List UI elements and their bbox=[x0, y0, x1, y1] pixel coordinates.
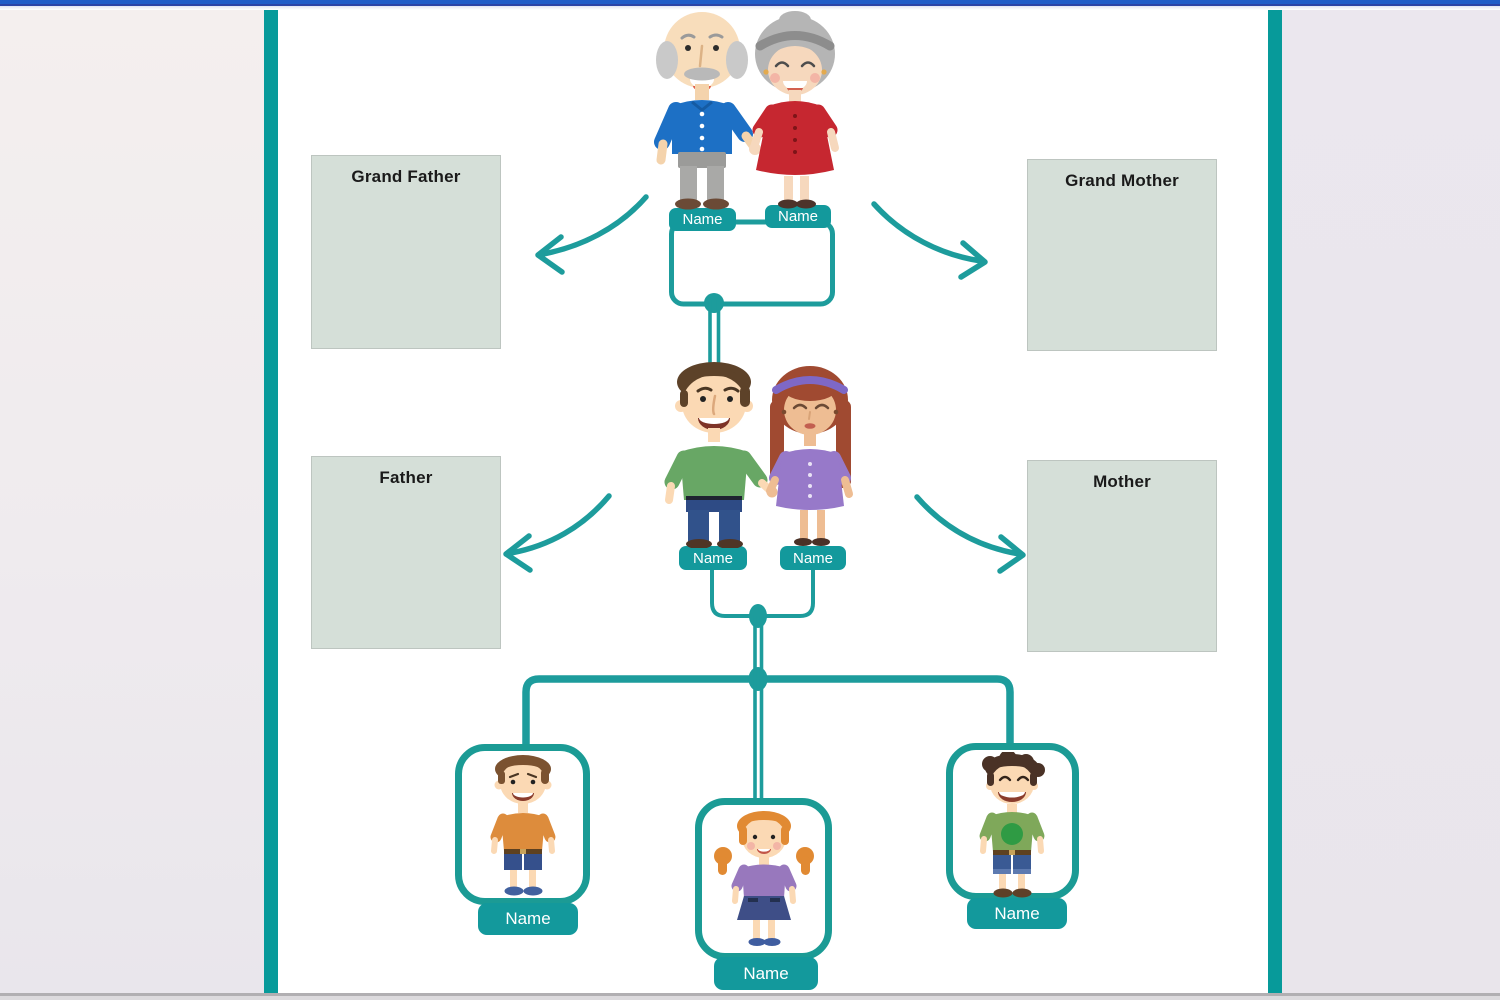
girl-purple-shirt-illustration[interactable] bbox=[708, 806, 820, 952]
child-right-name-text: Name bbox=[994, 903, 1040, 923]
grand-mother-box-title: Grand Mother bbox=[1065, 171, 1179, 190]
grandparents-union-bracket bbox=[669, 219, 835, 307]
mother-name-badge[interactable]: Name bbox=[780, 546, 846, 570]
arrow-to-grand-father bbox=[540, 194, 649, 257]
grandmother-name-badge[interactable]: Name bbox=[765, 205, 831, 228]
arrow-to-mother bbox=[914, 494, 1022, 557]
page-edge-strip-left bbox=[264, 5, 278, 993]
page-edge-strip-right bbox=[1268, 5, 1282, 993]
page-bottom-border bbox=[0, 993, 1500, 996]
arrow-to-grand-mother-head bbox=[958, 240, 988, 280]
grandfather-name-badge[interactable]: Name bbox=[669, 208, 736, 231]
mother-box[interactable]: Mother bbox=[1027, 460, 1217, 652]
grandfather-name-text: Name bbox=[682, 211, 723, 228]
arrow-to-father bbox=[508, 493, 612, 556]
window-top-bar-shadow bbox=[0, 6, 1500, 10]
grand-mother-box[interactable]: Grand Mother bbox=[1027, 159, 1217, 351]
grandmother-name-text: Name bbox=[777, 208, 818, 225]
parents-couple-illustration[interactable] bbox=[664, 360, 860, 548]
grand-father-box-title: Grand Father bbox=[351, 167, 461, 186]
father-box[interactable]: Father bbox=[311, 456, 501, 649]
child-left-name-badge[interactable]: Name bbox=[478, 903, 578, 935]
child-middle-name-text: Name bbox=[743, 963, 789, 983]
canvas-margin-right bbox=[1282, 5, 1500, 993]
canvas-margin-left bbox=[0, 5, 264, 993]
child-left-name-text: Name bbox=[505, 909, 551, 928]
grandparents-junction-dot bbox=[704, 293, 724, 313]
father-box-title: Father bbox=[379, 468, 433, 487]
boy-green-shirt-illustration[interactable] bbox=[958, 752, 1066, 898]
mother-box-title: Mother bbox=[1093, 472, 1151, 491]
arrow-to-grand-mother bbox=[871, 201, 984, 264]
grandparents-couple-illustration[interactable] bbox=[648, 8, 844, 210]
arrow-to-grand-father-head bbox=[535, 234, 565, 275]
children-junction-dot bbox=[748, 667, 768, 691]
parents-junction-dot bbox=[749, 604, 767, 628]
arrow-to-father-head bbox=[503, 533, 533, 573]
arrow-to-mother-head bbox=[997, 534, 1026, 574]
father-name-text: Name bbox=[692, 549, 733, 567]
child-right-name-badge[interactable]: Name bbox=[967, 898, 1067, 929]
children-distribution-bar bbox=[522, 675, 1014, 757]
child-middle-name-badge[interactable]: Name bbox=[714, 957, 818, 990]
window-top-bar bbox=[0, 0, 1500, 4]
mother-name-text: Name bbox=[792, 549, 833, 567]
boy-orange-shirt-illustration[interactable] bbox=[470, 753, 576, 897]
grand-father-box[interactable]: Grand Father bbox=[311, 155, 501, 349]
father-name-badge[interactable]: Name bbox=[679, 546, 747, 570]
window-top-bar-border bbox=[0, 4, 1500, 6]
page-bottom-shadow bbox=[0, 996, 1500, 1000]
